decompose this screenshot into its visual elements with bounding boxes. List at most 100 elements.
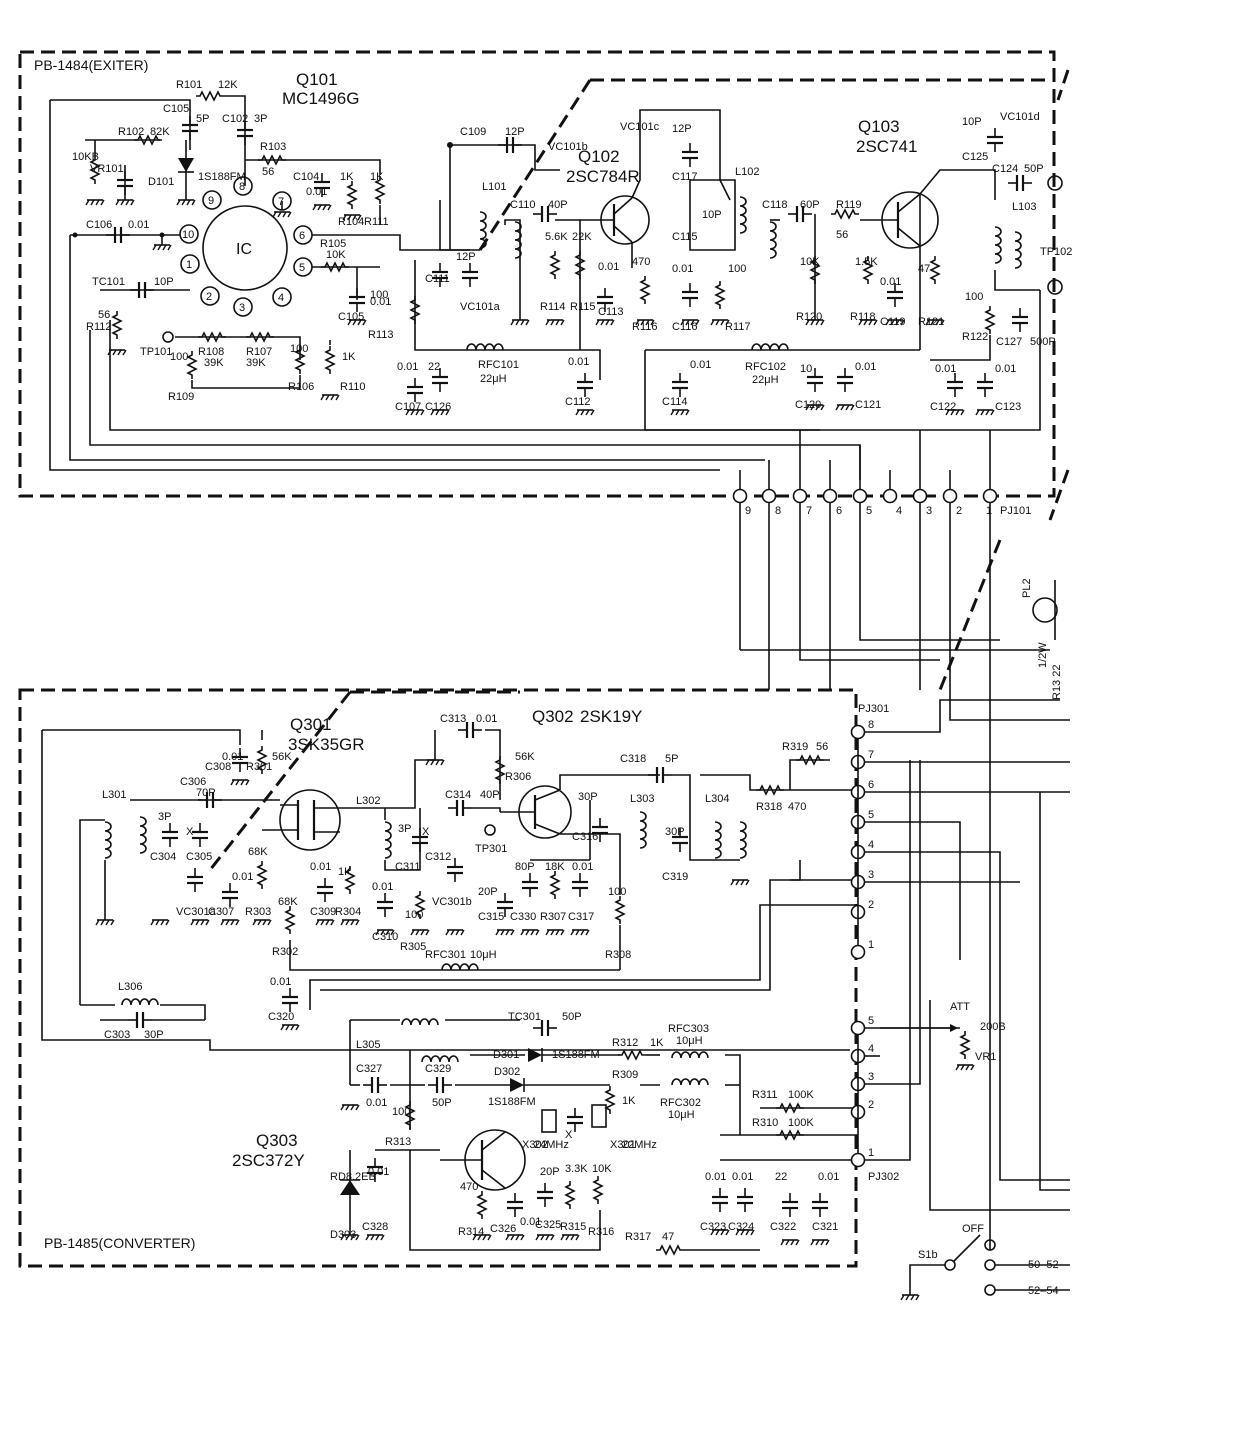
c117-label: C117 xyxy=(672,171,697,183)
r119-label: R119 xyxy=(836,199,861,211)
c322-value: 22 xyxy=(775,1171,787,1183)
l102-label: L102 xyxy=(735,166,759,178)
pj302-pin-5: 5 xyxy=(868,1015,874,1027)
ic-label: IC xyxy=(236,241,252,258)
c114-label: C114 xyxy=(662,396,687,408)
r105-value: 10K xyxy=(326,249,346,261)
c120-value: 10 xyxy=(800,363,812,375)
c124-label: C124 xyxy=(992,163,1018,175)
c303-label: C303 xyxy=(104,1029,130,1041)
r301-label: R301 xyxy=(246,761,272,773)
r303-label: R303 xyxy=(245,906,271,918)
r312-value: 1K xyxy=(650,1037,664,1049)
r102-label: R102 xyxy=(118,126,144,138)
switch-off-label: OFF xyxy=(962,1223,984,1235)
d302-value: 1S188FM xyxy=(488,1096,536,1108)
vc301a-label: VC301a xyxy=(176,906,217,918)
c316-value: 30P xyxy=(578,791,598,803)
r13-label: R13 22 xyxy=(1051,665,1063,700)
r312-label: R312 xyxy=(612,1037,638,1049)
c114-value: 0.01 xyxy=(690,359,711,371)
band-switch-s1b: S1b OFF 50–52 52–54 xyxy=(900,1223,1070,1301)
r104-value: 1K xyxy=(340,171,354,183)
r311-value: 100K xyxy=(788,1089,814,1101)
pj101-pin-1: 1 xyxy=(986,505,992,517)
c314-label: C314 xyxy=(445,789,471,801)
pl2-label: PL2 xyxy=(1021,578,1033,598)
c323-label: C323 xyxy=(700,1221,726,1233)
d303-value: RD8.2EB xyxy=(330,1171,376,1183)
pj101-pin-7: 7 xyxy=(806,505,812,517)
rfc302-value: 10μH xyxy=(668,1109,695,1121)
pj302-pin-3: 3 xyxy=(868,1071,874,1083)
vr101-label: VR101 xyxy=(90,163,124,175)
c314-value: 40P xyxy=(480,789,500,801)
r114-value: 5.6K xyxy=(545,231,568,243)
transistor-q102 xyxy=(580,195,650,245)
rfc102-label: RFC102 xyxy=(745,361,786,373)
r309-value: 1K xyxy=(622,1095,636,1107)
c127-value: 500P xyxy=(1030,336,1056,348)
c311-label: C311 xyxy=(395,861,420,873)
c311-value: 3P xyxy=(398,823,411,835)
c305-value: X xyxy=(186,826,194,838)
c123-label: C123 xyxy=(995,401,1021,413)
c313-label: C313 xyxy=(440,713,466,725)
ic-pin-9: 9 xyxy=(208,195,214,207)
r311-label: R311 xyxy=(752,1089,777,1101)
r115-value: 22K xyxy=(572,231,592,243)
c315-value: 20P xyxy=(478,886,498,898)
pj301-pin-4: 4 xyxy=(868,839,874,851)
c105b-label: C105 xyxy=(338,311,364,323)
c126-value: 22 xyxy=(428,361,440,373)
pj101-pin-4: 4 xyxy=(896,505,902,517)
vc101c-label: VC101c xyxy=(620,121,660,133)
vc301b-label: VC301b xyxy=(432,896,472,908)
r122-label: R122 xyxy=(962,331,988,343)
pj301-pin-1: 1 xyxy=(868,939,874,951)
d101-label: D101 xyxy=(148,176,174,188)
c327-value: 0.01 xyxy=(366,1097,387,1109)
r306-label: R306 xyxy=(505,771,531,783)
x302-label: X302 xyxy=(522,1139,548,1151)
c119-label: C119 xyxy=(880,316,905,328)
pj301-pin-8: 8 xyxy=(868,719,874,731)
pj301-label: PJ301 xyxy=(858,703,889,715)
c126-label: C126 xyxy=(425,401,451,413)
c306-value: 70P xyxy=(196,787,216,799)
c122-label: C122 xyxy=(930,401,956,413)
transistor-q302 xyxy=(500,785,572,839)
c111-label: C111 xyxy=(425,273,450,285)
exciter-board-label: PB-1484(EXITER) xyxy=(34,57,148,73)
c325-value: 20P xyxy=(540,1166,560,1178)
rfc303-label: RFC303 xyxy=(668,1023,709,1035)
junk-x-1: X xyxy=(565,1129,573,1141)
c106-label: C106 xyxy=(86,219,112,231)
r103-label: R103 xyxy=(260,141,286,153)
c112-value: 0.01 xyxy=(568,356,589,368)
c330-value: 80P xyxy=(515,861,535,873)
r113-label: R113 xyxy=(368,329,393,341)
attenuator-vr1: ATT VR1 200B xyxy=(880,1001,1006,1071)
c319-value: 30P xyxy=(665,826,685,838)
c327-label: C327 xyxy=(356,1063,382,1075)
r316-label: R316 xyxy=(588,1226,614,1238)
c102-label: C102 xyxy=(222,113,248,125)
l101-label: L101 xyxy=(482,181,506,193)
c317-label: C317 xyxy=(568,911,594,923)
c122-value: 0.01 xyxy=(935,363,956,375)
tc101-value: 10P xyxy=(154,276,174,288)
r117-label: R117 xyxy=(725,321,750,333)
q302-ref: Q302 xyxy=(532,707,574,726)
c324-label: C324 xyxy=(728,1221,754,1233)
c104-label: C104 xyxy=(293,171,319,183)
q101-part: MC1496G xyxy=(282,89,359,108)
r307-value: 18K xyxy=(545,861,565,873)
vr101-value: 10KB xyxy=(72,151,99,163)
c330-label: C330 xyxy=(510,911,536,923)
c107-label: C107 xyxy=(395,401,421,413)
q101-ref: Q101 xyxy=(296,70,338,89)
c117-value: 12P xyxy=(672,123,692,135)
l303-label: L303 xyxy=(630,793,654,805)
